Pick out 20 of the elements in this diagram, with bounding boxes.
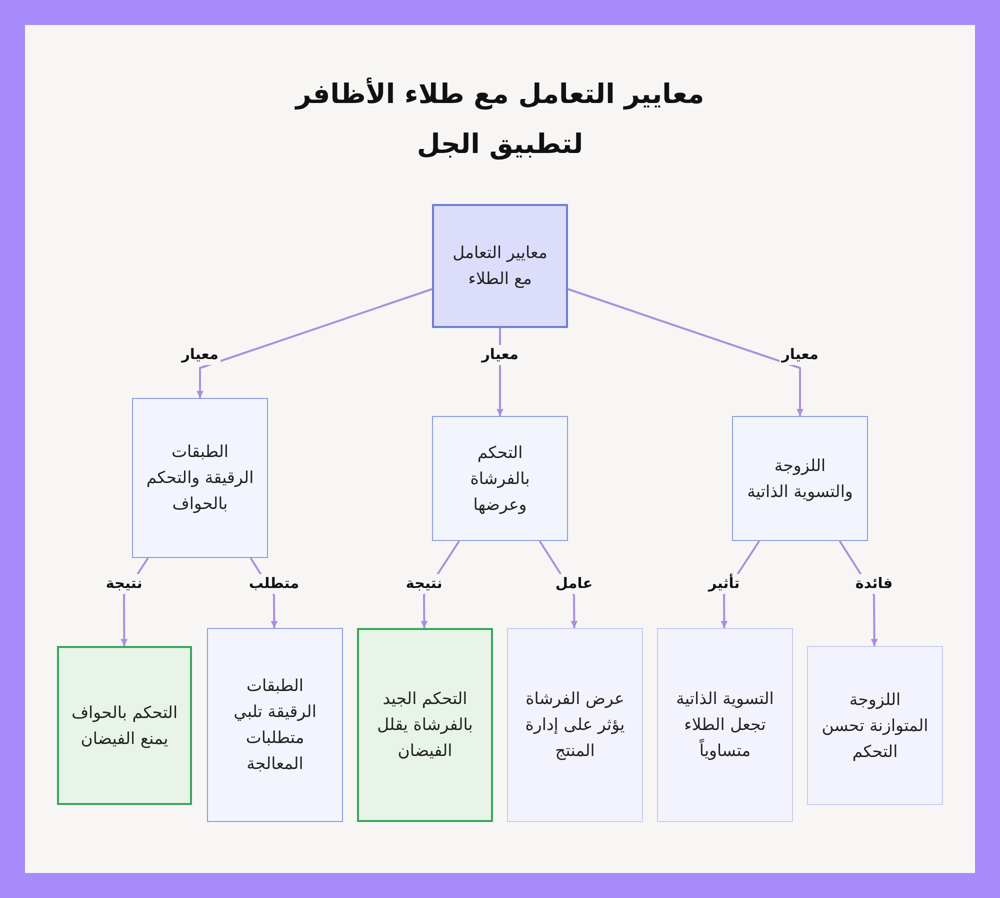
edge-label: معيار: [480, 345, 520, 365]
arrow: [568, 288, 804, 416]
process-box: التسوية الذاتية تجعل الطلاء متساوياً: [657, 628, 793, 822]
process-box: التحكم بالفرشاة وعرضها: [432, 416, 568, 541]
title: معايير التعامل مع طلاء الأظافر لتطبيق الجل: [294, 76, 706, 162]
arrow: [196, 288, 432, 398]
edge-label: تأثير: [706, 574, 742, 594]
edge-label: نتيجة: [404, 574, 444, 594]
process-box: الطبقات الرقيقة تلبي متطلبات المعالجة: [207, 628, 343, 822]
edge-label: متطلب: [246, 574, 302, 594]
process-box: معايير التعامل مع الطلاء: [432, 204, 568, 328]
process-box: اللزوجة المتوازنة تحسن التحكم: [807, 646, 943, 805]
process-box: عرض الفرشاة يؤثر على إدارة المنتج: [507, 628, 643, 822]
edge-label: نتيجة: [104, 574, 144, 594]
process-box: الطبقات الرقيقة والتحكم بالحواف: [132, 398, 268, 558]
edge-label: معيار: [780, 345, 820, 365]
process-box: التحكم الجيد بالفرشاة يقلل الفيضان: [357, 628, 493, 822]
edge-label: معيار: [180, 345, 220, 365]
process-box: اللزوجة والتسوية الذاتية: [732, 416, 868, 541]
process-box: التحكم بالحواف يمنع الفيضان: [57, 646, 192, 805]
